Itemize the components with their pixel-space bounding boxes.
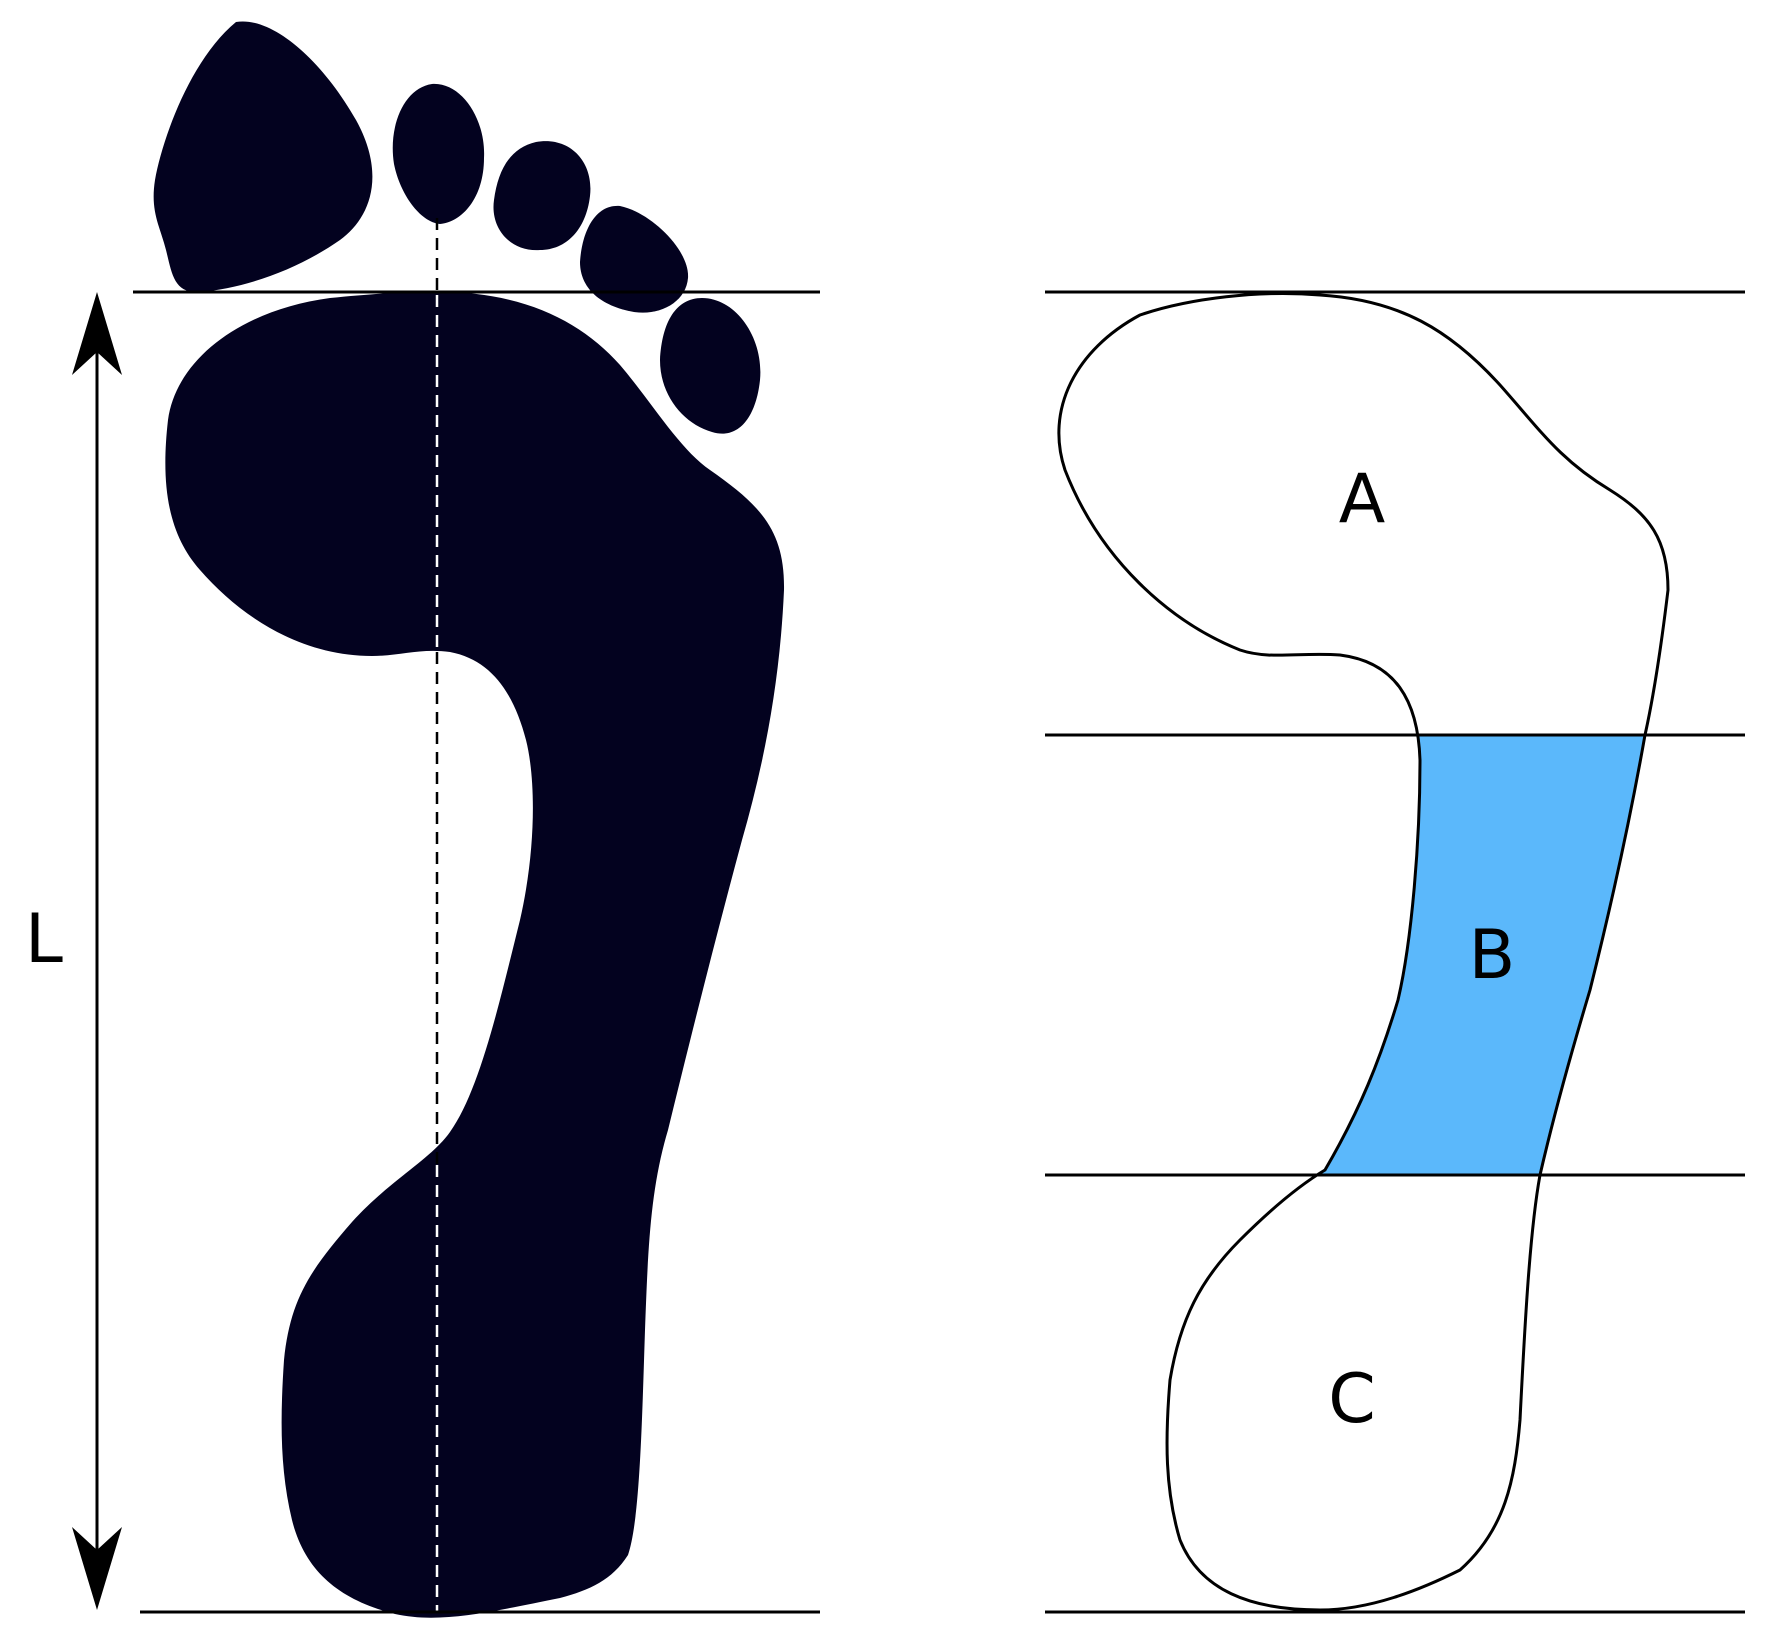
second-toe xyxy=(392,83,485,224)
region-label-a: A xyxy=(1339,460,1386,539)
third-toe xyxy=(493,141,591,251)
big-toe xyxy=(153,21,373,293)
length-arrow-head-bottom xyxy=(72,1527,122,1610)
footprint-group: L xyxy=(25,21,820,1618)
region-label-c: C xyxy=(1328,1360,1375,1439)
little-toe xyxy=(660,298,761,434)
region-label-b: B xyxy=(1469,916,1516,995)
length-arrow-head-top xyxy=(72,292,122,375)
length-label: L xyxy=(25,900,63,979)
fourth-toe xyxy=(580,205,689,313)
region-outline-group: A B C xyxy=(1045,290,1745,1614)
sole-print xyxy=(165,291,785,1618)
